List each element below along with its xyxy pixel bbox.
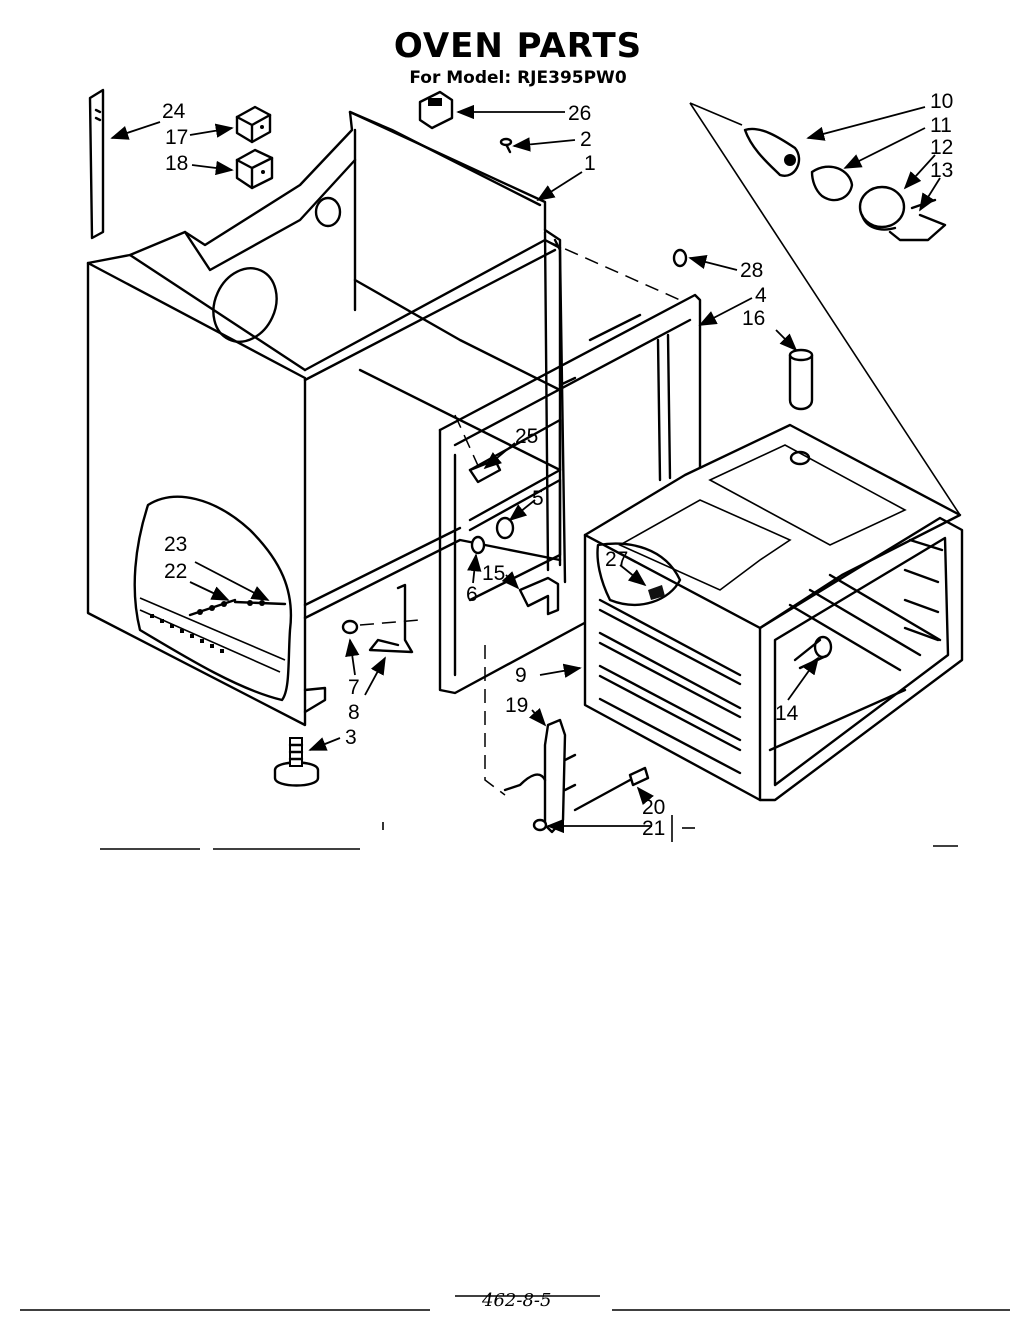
oven-liner	[583, 423, 964, 802]
part-15	[518, 576, 560, 616]
part-8	[368, 583, 414, 654]
callout-9: 9	[515, 664, 527, 687]
footer-note: 462-8-5	[482, 1290, 552, 1311]
callout-10: 10	[930, 90, 953, 113]
callout-13: 13	[930, 159, 953, 182]
callout-2: 2	[580, 128, 592, 151]
callout-23: 23	[164, 533, 187, 556]
callout-19: 19	[505, 694, 528, 717]
callout-26: 26	[568, 102, 591, 125]
callout-12: 12	[930, 136, 953, 159]
part-6	[470, 535, 486, 555]
callout-25: 25	[515, 425, 538, 448]
callout-18: 18	[165, 152, 188, 175]
callout-16: 16	[742, 307, 765, 330]
callout-1: 1	[584, 152, 596, 175]
part-19	[543, 718, 567, 834]
part-24	[88, 88, 105, 240]
part-5	[495, 516, 515, 540]
callout-22: 22	[164, 560, 187, 583]
callout-20: 20	[642, 796, 665, 819]
part-10	[743, 127, 801, 177]
callout-27: 27	[605, 548, 628, 571]
part-3	[273, 761, 320, 787]
part-16	[788, 353, 814, 411]
callout-11: 11	[930, 114, 952, 137]
callout-8: 8	[348, 701, 360, 724]
callout-21: 21	[642, 817, 665, 840]
callout-17: 17	[165, 126, 188, 149]
part-7	[341, 619, 359, 635]
part-21	[532, 818, 548, 832]
callout-6: 6	[466, 583, 478, 606]
callout-24: 24	[162, 100, 186, 123]
part-12	[858, 185, 906, 229]
part-25	[468, 458, 502, 484]
page-title: OVEN PARTS	[393, 26, 643, 66]
part-18	[235, 148, 274, 190]
callout-28: 28	[740, 259, 763, 282]
callout-4: 4	[755, 284, 767, 307]
part-11	[810, 165, 854, 202]
part-20	[628, 766, 650, 787]
model-subtitle: For Model: RJE395PW0	[409, 68, 627, 88]
callout-14: 14	[775, 702, 799, 725]
callout-3: 3	[345, 726, 357, 749]
oven-cabinet	[86, 110, 562, 727]
callout-7: 7	[348, 676, 360, 699]
callout-15: 15	[482, 562, 505, 585]
part-26	[418, 90, 454, 130]
callout-5: 5	[532, 487, 544, 510]
